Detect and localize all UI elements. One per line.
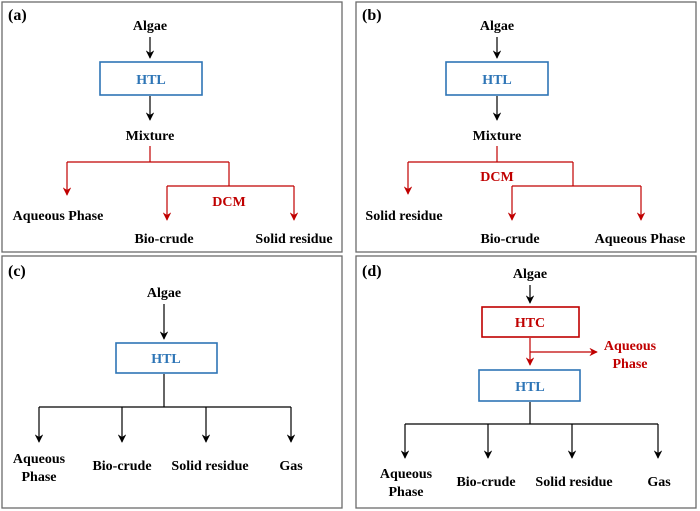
panel-b-biocrude: Bio-crude (480, 232, 539, 247)
panel-d-label: (d) (362, 263, 382, 280)
panel-a-biocrude: Bio-crude (134, 232, 193, 247)
panel-d-frame (355, 255, 697, 509)
panel-a-split-lines (67, 146, 229, 163)
panel-b: (b) Algae HTL Mixture DCM Solid residue … (355, 1, 697, 253)
panel-a-algae: Algae (133, 19, 167, 34)
panel-d-htl-box (478, 369, 581, 402)
panel-d-htc-label: HTC (515, 316, 545, 331)
panel-b-htl-label: HTL (482, 73, 512, 88)
panel-c-frame (1, 255, 343, 509)
panel-d-biocrude: Bio-crude (456, 475, 515, 490)
panel-c-algae: Algae (147, 286, 181, 301)
panel-a-frame (1, 1, 343, 253)
panel-c-aqueous-line2: Phase (22, 470, 57, 485)
panel-b-label: (b) (362, 7, 382, 24)
panel-b-htl-box (445, 61, 549, 96)
panel-c-htl-box (115, 342, 218, 374)
panel-c-label: (c) (8, 263, 26, 280)
panel-d-htc-box (481, 306, 580, 338)
panel-d-solid-residue: Solid residue (535, 475, 612, 490)
panel-d-htl-label: HTL (515, 380, 545, 395)
panel-d-aqueous-side-line1: Aqueous (604, 339, 657, 354)
panel-a-label: (a) (8, 7, 27, 24)
panel-b-solid-residue: Solid residue (365, 209, 442, 224)
panel-a-dcm-label: DCM (212, 195, 245, 210)
panel-c-htl-label: HTL (151, 352, 181, 367)
panel-b-dcm-label: DCM (480, 170, 513, 185)
panel-b-algae: Algae (480, 19, 514, 34)
panel-c-gas: Gas (279, 459, 303, 474)
panel-c-biocrude: Bio-crude (92, 459, 151, 474)
panel-a-solid-residue: Solid residue (255, 232, 332, 247)
panel-a-mixture: Mixture (126, 129, 175, 144)
panel-c-aqueous-line1: Aqueous (13, 452, 66, 467)
panel-d-aqueous-line2: Phase (389, 485, 424, 500)
panel-d-aqueous-line1: Aqueous (380, 467, 433, 482)
panel-d-gas: Gas (647, 475, 671, 490)
panel-d-algae: Algae (513, 267, 547, 282)
panel-b-frame (355, 1, 697, 253)
panel-c-solid-residue: Solid residue (171, 459, 248, 474)
panel-b-mixture: Mixture (473, 129, 522, 144)
panel-a-aqueous-phase: Aqueous Phase (13, 209, 104, 224)
panel-d: (d) Algae HTC Aqueous Phase HTL Aqueous … (355, 255, 697, 509)
panel-b-aqueous-phase: Aqueous Phase (595, 232, 686, 247)
panel-c: (c) Algae HTL Aqueous Phase Bio-crude So… (1, 255, 343, 509)
panel-d-aqueous-side-line2: Phase (613, 357, 648, 372)
panel-a-htl-label: HTL (136, 73, 166, 88)
panel-a: (a) Algae HTL Mixture DCM Aqueous Phase … (1, 1, 343, 253)
panel-a-htl-box (99, 61, 203, 96)
